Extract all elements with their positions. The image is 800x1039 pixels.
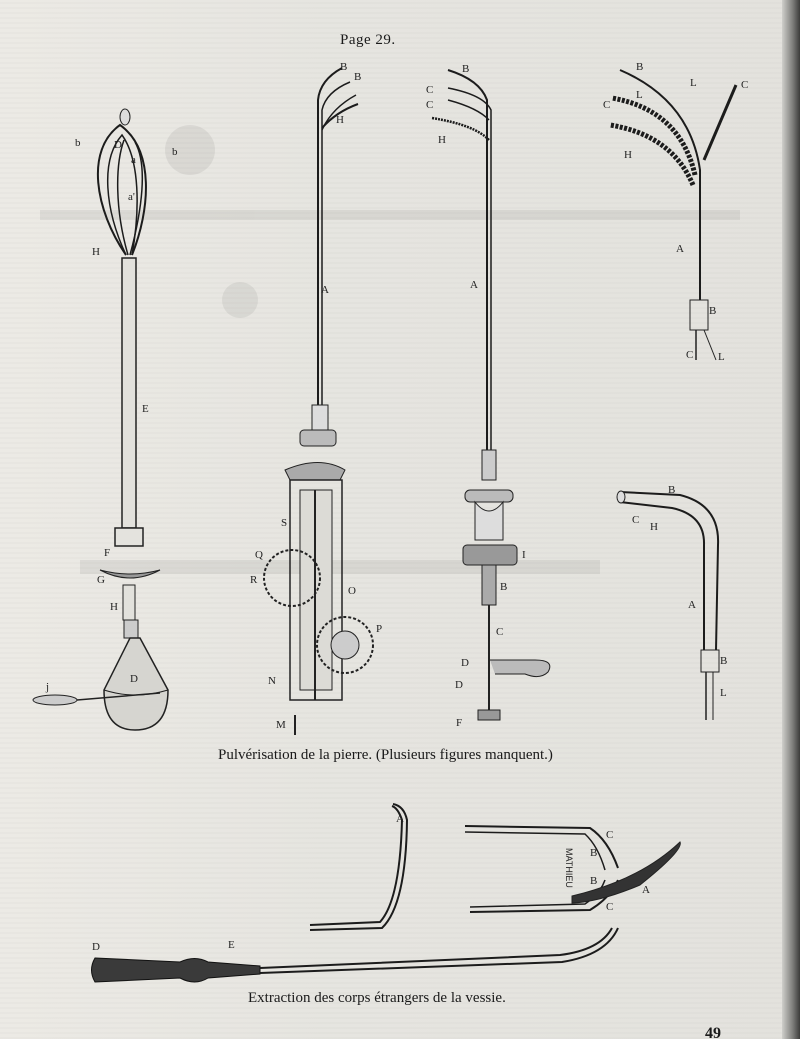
fig2-label: A [321, 284, 329, 296]
fig8-label: E [228, 939, 235, 951]
fig5-label: H [650, 521, 658, 533]
fig4-label: B [636, 61, 643, 73]
fig4-label: H [624, 149, 632, 161]
fig1-label: E [142, 403, 149, 415]
fig2-label: H [336, 114, 344, 126]
figure-1-instrument [32, 108, 169, 731]
figure-7-instrument: MATHIEU [464, 825, 681, 913]
fig3-label: B [500, 581, 507, 593]
engraving-mark: MATHIEU [564, 848, 574, 888]
fig3-label: I [522, 549, 526, 561]
fig2-label: S [281, 517, 287, 529]
fig3-label: B [462, 63, 469, 75]
figure-8-instrument [91, 927, 619, 983]
fig5-label: C [632, 514, 639, 526]
fig1-label: H [92, 246, 100, 258]
fig4-label: C [686, 349, 693, 361]
fig1-label: D [114, 139, 122, 151]
fig1-label: a [131, 154, 136, 166]
fig4-label: L [690, 77, 697, 89]
page-header: Page 29. [340, 32, 396, 48]
fig2-label: O [348, 585, 356, 597]
fig7-label: A [642, 884, 650, 896]
page-edge-shadow [782, 0, 800, 1039]
fig4-label: B [709, 305, 716, 317]
figure-5-labels: B C H A B L [632, 484, 727, 699]
figure-6-instrument [309, 803, 409, 931]
fig3-label: C [496, 626, 503, 638]
fig3-label: C [426, 99, 433, 111]
fig3-label: A [470, 279, 478, 291]
fig7-label: C [606, 901, 613, 913]
figure-3-instrument [431, 69, 551, 721]
fig5-label: A [688, 599, 696, 611]
figure-3-labels: B C C H A I B C D D F [426, 63, 526, 729]
fig5-label: B [720, 655, 727, 667]
fig2-label: B [354, 71, 361, 83]
figure-4-labels: B L C C L H A B C L [603, 61, 748, 363]
fig2-label: R [250, 574, 258, 586]
fig2-label: Q [255, 549, 263, 561]
fig8-label: D [92, 941, 100, 953]
fig1-label: b [172, 146, 178, 158]
fig2-label: B [340, 61, 347, 73]
fig4-label: L [636, 89, 643, 101]
fig7-label: B [590, 875, 597, 887]
fig1-label: G [97, 574, 105, 586]
caption-pulverisation: Pulvérisation de la pierre. (Plusieurs f… [218, 747, 553, 763]
fig4-label: C [603, 99, 610, 111]
fig7-label: B [590, 847, 597, 859]
fig1-label: j [45, 681, 49, 693]
fig1-label: H [110, 601, 118, 613]
fig6-label: A [396, 813, 404, 825]
figure-1-labels: D b b a a' H E F G H D j [45, 137, 178, 693]
fig1-label: b [75, 137, 81, 149]
fig3-label: D [461, 657, 469, 669]
figure-7-labels: C B B C A [590, 829, 650, 913]
fig3-label: H [438, 134, 446, 146]
fig2-label: M [276, 719, 286, 731]
figure-2-labels: B B H A S Q R O P N M [250, 61, 382, 731]
fig3-label: C [426, 84, 433, 96]
fig1-label: F [104, 547, 110, 559]
figure-5-instrument [616, 490, 720, 720]
fig7-label: C [606, 829, 613, 841]
fig3-label: D [455, 679, 463, 691]
fig4-label: A [676, 243, 684, 255]
fig5-label: B [668, 484, 675, 496]
fig1-label: a' [128, 191, 135, 203]
figure-6-labels: A [396, 813, 404, 825]
figure-4-instrument [609, 69, 738, 361]
caption-extraction: Extraction des corps étrangers de la ves… [248, 990, 506, 1006]
fig2-label: N [268, 675, 276, 687]
fig3-label: F [456, 717, 462, 729]
figure-2-instrument [263, 67, 374, 735]
fig1-label: D [130, 673, 138, 685]
figure-8-labels: D E [92, 939, 235, 953]
fig2-label: P [376, 623, 382, 635]
page-number: 49 [705, 1025, 721, 1039]
fig4-label: C [741, 79, 748, 91]
fig5-label: L [720, 687, 727, 699]
fig4-label: L [718, 351, 725, 363]
